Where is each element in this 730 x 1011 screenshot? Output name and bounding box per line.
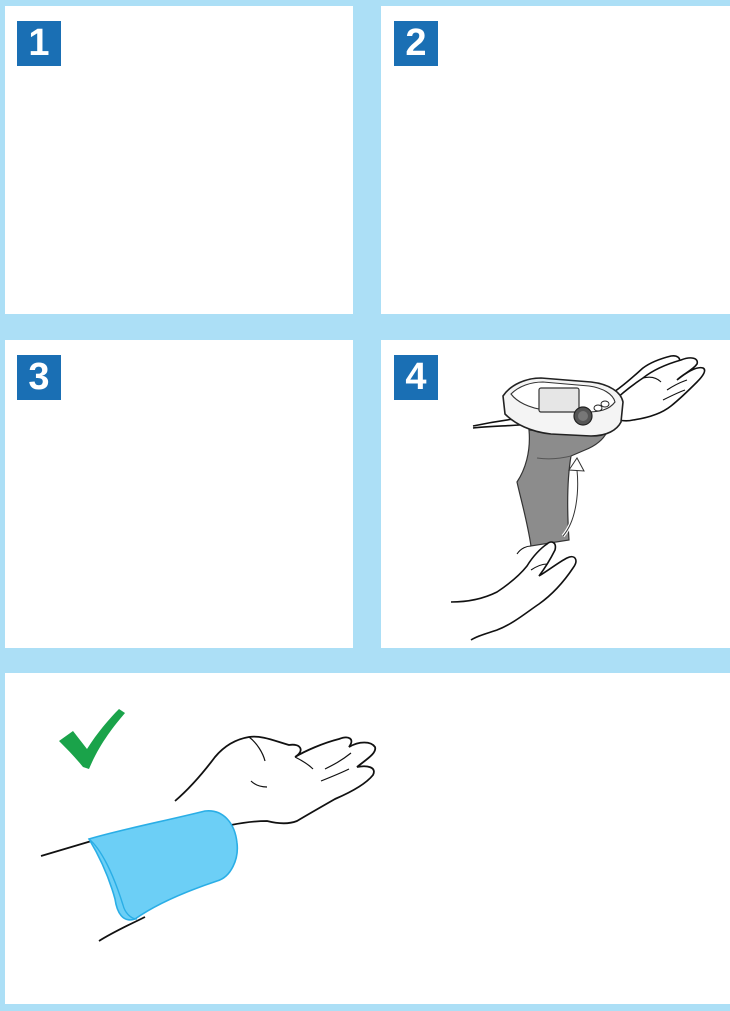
step-2-panel: 2 [381, 6, 730, 314]
correct-position-illustration [5, 673, 730, 1004]
monitor-screen [539, 388, 579, 412]
check-icon [59, 709, 125, 769]
step-4-panel: 4 [381, 340, 730, 648]
open-hand [611, 358, 705, 421]
correct-position-panel [5, 673, 730, 1004]
blood-pressure-monitor [503, 378, 623, 436]
step-3-panel: 3 [5, 340, 353, 648]
pulling-hand [451, 542, 576, 640]
step-1-badge: 1 [17, 21, 61, 66]
wrist-monitor-illustration [381, 340, 730, 648]
step-1-panel: 1 [5, 6, 353, 314]
cuff-band [517, 430, 607, 546]
step-3-badge: 3 [17, 355, 61, 400]
step-2-badge: 2 [394, 21, 438, 66]
wrist-cuff [89, 811, 237, 920]
